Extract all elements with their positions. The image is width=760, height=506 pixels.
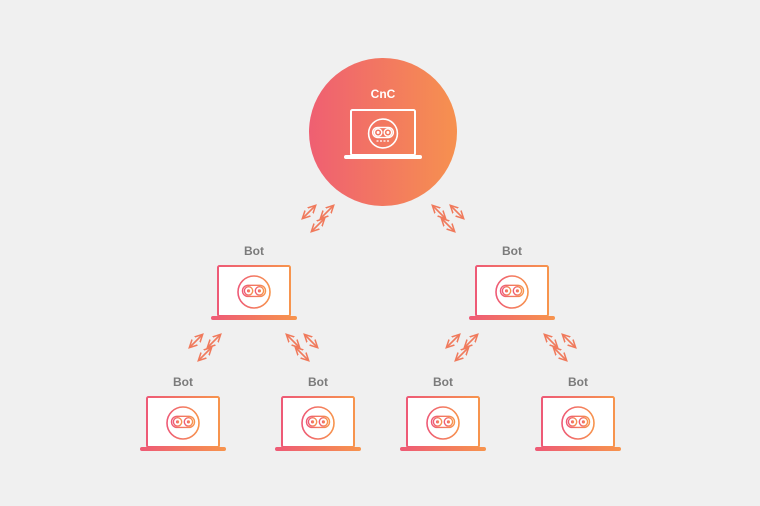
bot-label: Bot [173,375,193,389]
bot-node: Bot [275,375,361,451]
robot-face-icon [237,275,271,309]
bot-label: Bot [433,375,453,389]
bot-laptop-icon [275,396,361,451]
cnc-server-node: CnC [309,58,457,206]
cnc-circle [309,58,457,206]
bidirectional-arrows-icon [433,206,463,231]
bidirectional-arrows-icon [287,335,317,360]
bot-laptop-icon [140,396,226,451]
bot-node: Bot [400,375,486,451]
bot-node: Bot [535,375,621,451]
robot-face-icon [367,118,399,149]
bidirectional-arrows-icon [545,335,575,360]
robot-face-icon [301,406,335,440]
bidirectional-arrows-icon [303,206,333,231]
bot-label: Bot [502,244,522,258]
bot-laptop-icon [535,396,621,451]
bot-laptop-icon [469,265,555,320]
cnc-laptop-icon [344,109,422,159]
robot-face-icon [495,275,529,309]
bot-node: Bot [140,375,226,451]
bot-label: Bot [244,244,264,258]
bot-laptop-icon [211,265,297,320]
robot-face-icon [166,406,200,440]
bidirectional-arrows-icon [190,335,220,360]
bot-node: Bot [211,244,297,320]
robot-face-icon [426,406,460,440]
connection-arrows [190,206,575,360]
bot-nodes: Bot Bot Bot Bot Bot Bot [140,244,621,451]
bidirectional-arrows-icon [447,335,477,360]
bot-label: Bot [308,375,328,389]
robot-face-icon [561,406,595,440]
bot-laptop-icon [400,396,486,451]
bot-node: Bot [469,244,555,320]
cnc-label: CnC [371,87,396,101]
bot-label: Bot [568,375,588,389]
